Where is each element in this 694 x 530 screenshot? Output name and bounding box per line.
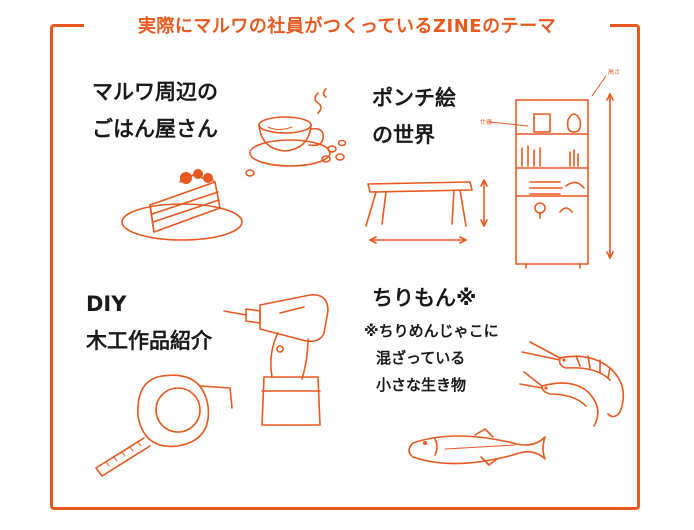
title-bar: 実際にマルワの社員がつくっているZINEのテーマ (84, 7, 610, 41)
poncho-note-left: 什器 (480, 118, 492, 126)
theme-diy-line1: DIY (86, 292, 127, 316)
coffee-cup-icon (245, 88, 347, 177)
fish-icon (408, 428, 546, 466)
chirimon-note-line1: ※ちりめんじゃこに (364, 322, 499, 340)
shrimp-icon (519, 341, 625, 427)
drill-icon (223, 294, 329, 426)
theme-chirimon-label: ちりもん※ (372, 280, 476, 317)
theme-poncho-line2: の世界 (372, 123, 435, 147)
page-title: 実際にマルワの社員がつくっているZINEのテーマ (137, 16, 557, 37)
cake-icon (121, 169, 243, 241)
theme-chirimon-heading: ちりもん※ (372, 286, 477, 310)
theme-diy-line2: 木工作品紹介 (86, 329, 212, 353)
table-icon (365, 179, 488, 244)
chirimon-note: ※ちりめんじゃこに 混ざっている 小さな生き物 (364, 318, 499, 399)
theme-cafe-line1: マルワ周辺の (92, 80, 218, 104)
theme-poncho-label: ポンチ絵 の世界 (372, 80, 456, 154)
chirimon-note-line2: 混ざっている (376, 349, 466, 367)
chirimon-note-line3: 小さな生き物 (376, 376, 467, 394)
theme-diy-label: DIY 木工作品紹介 (86, 286, 212, 360)
theme-cafe-line2: ごはん屋さん (92, 117, 218, 141)
shelf-icon: 什器 高さ (480, 68, 620, 269)
theme-poncho-line1: ポンチ絵 (372, 86, 456, 110)
tape-measure-icon (95, 374, 233, 477)
poncho-note-right: 高さ (608, 68, 620, 76)
theme-cafe-label: マルワ周辺の ごはん屋さん (92, 74, 218, 148)
